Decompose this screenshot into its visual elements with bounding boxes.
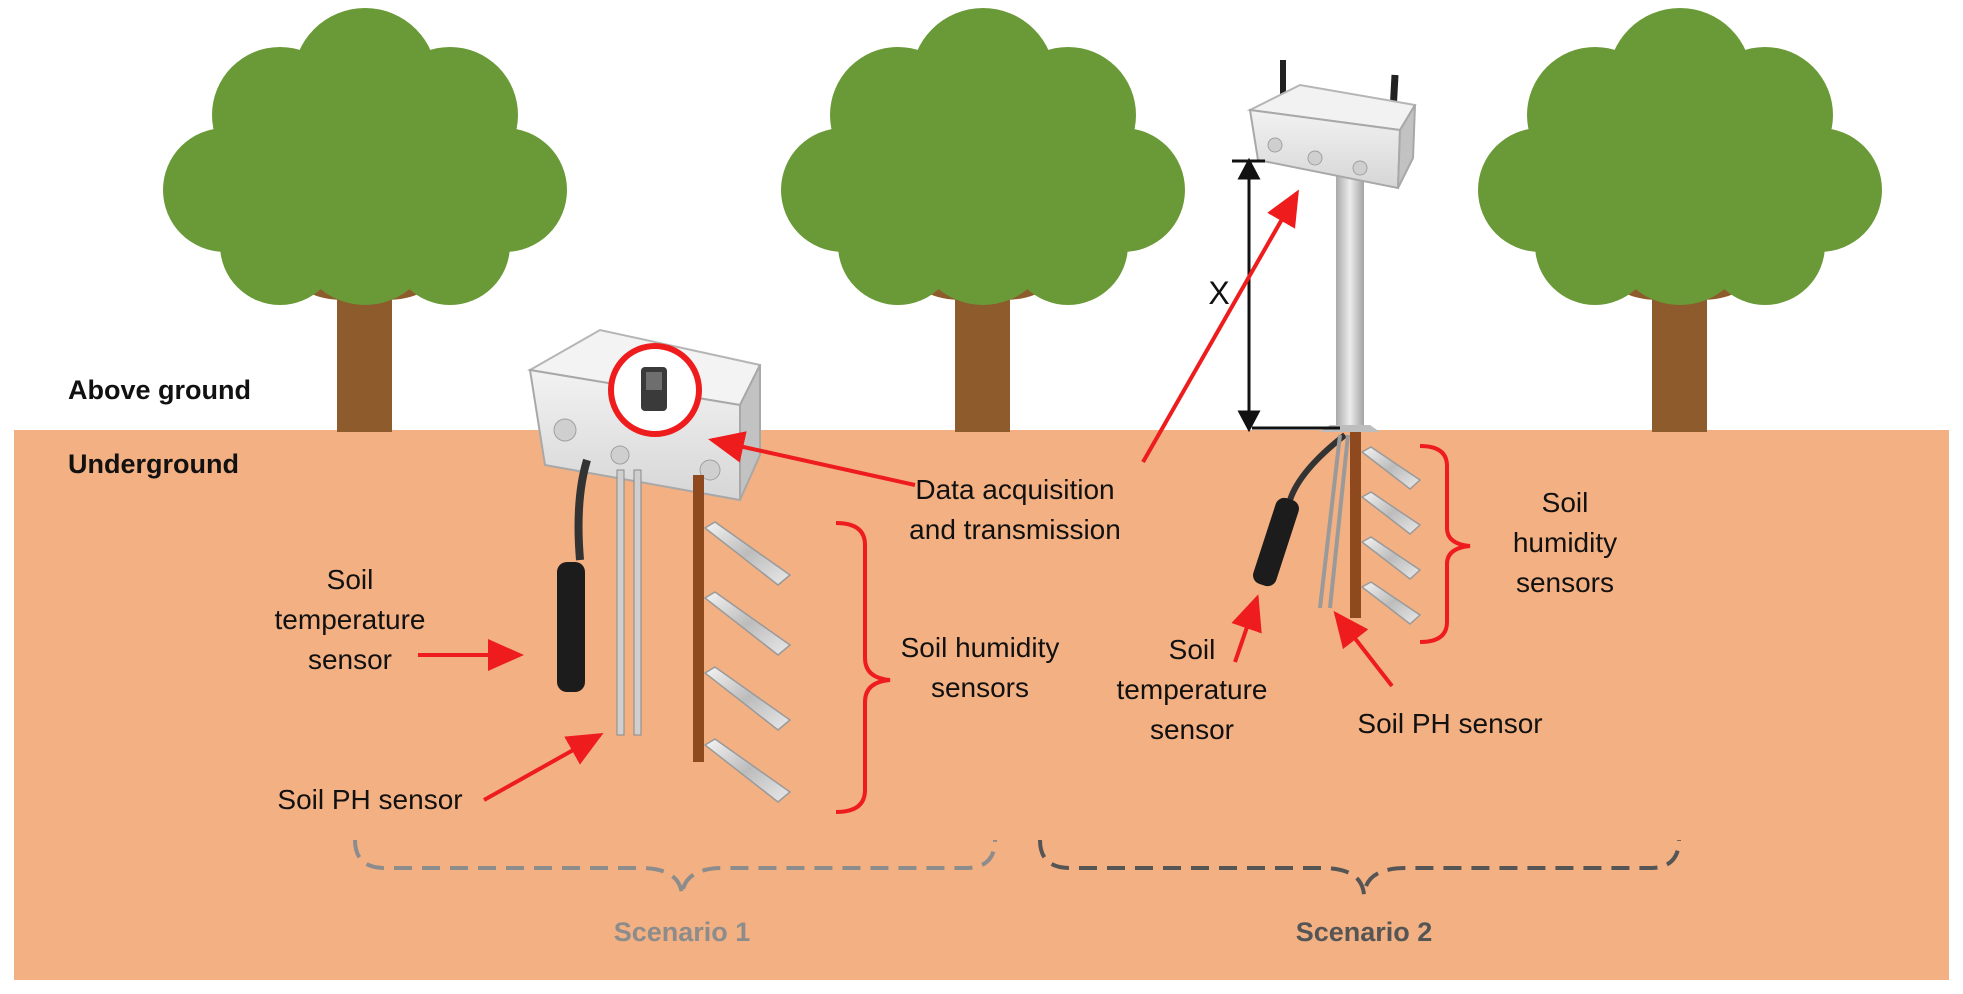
scenario1-humidity-rod: [693, 475, 792, 803]
arrow-s1-ph: [483, 733, 604, 802]
arrow-s2-ph: [1333, 610, 1394, 688]
arrow-to-scenario1-device: [708, 431, 916, 487]
height-x-label: X: [1208, 275, 1230, 311]
tree-icon: [781, 8, 1185, 432]
soil-area: [14, 430, 1949, 980]
brace-s1-humidity: [835, 521, 891, 814]
s2-humidity-label: Soil humidity sensors: [1512, 487, 1618, 598]
scenario1-enclosure: [527, 328, 762, 502]
data-acquisition-label: Data acquisition and transmission: [909, 474, 1121, 545]
scenario2-temperature-probe: [1253, 432, 1347, 587]
s2-temperature-label: Soil temperature sensor: [1116, 634, 1268, 745]
arrow-s2-temperature: [1231, 594, 1262, 663]
scenario2-enclosure: [1246, 60, 1417, 190]
s2-ph-label: Soil PH sensor: [1357, 708, 1543, 739]
above-ground-label: Above ground: [68, 375, 251, 405]
scenario1-label: Scenario 1: [613, 917, 751, 947]
scenario1-temperature-probe: [557, 458, 591, 692]
s1-ph-label: Soil PH sensor: [277, 784, 463, 815]
s1-temperature-label: Soil temperature sensor: [274, 564, 426, 675]
s1-humidity-label: Soil humidity sensors: [900, 632, 1060, 703]
tree-icon: [1478, 8, 1882, 432]
arrow-to-scenario2-device: [1141, 189, 1299, 463]
brace-scenario2: [1038, 839, 1681, 896]
brace-s2-humidity: [1419, 444, 1471, 644]
scenario2-pole: [1320, 140, 1380, 432]
height-dimension: [1232, 157, 1340, 433]
tree-icon: [163, 8, 567, 432]
scenario2-ph-probe: [1318, 434, 1350, 609]
underground-label: Underground: [68, 449, 239, 479]
scenario2-humidity-rod: [1350, 432, 1422, 625]
scenario1-ph-probe: [616, 469, 642, 736]
scenario2-label: Scenario 2: [1295, 917, 1433, 947]
brace-scenario1: [353, 839, 997, 896]
